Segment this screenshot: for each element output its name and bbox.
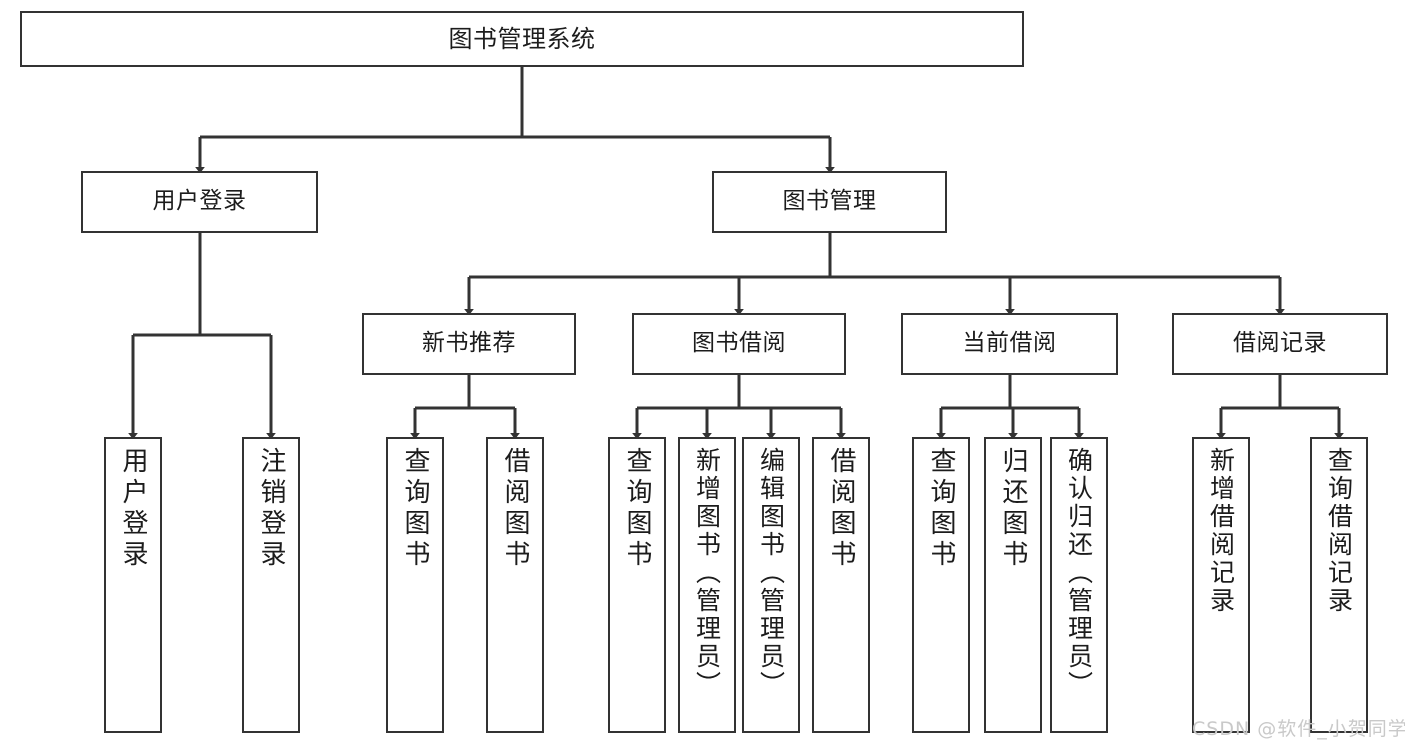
node-label-leaf-borrow-book-1: 借阅图书	[500, 447, 530, 571]
node-label-current-borrow: 当前借阅	[962, 330, 1057, 357]
node-label-new-book-recommend: 新书推荐	[422, 330, 516, 357]
node-user-login[interactable]: 用户登录	[81, 171, 318, 233]
node-label-leaf-confirm-return-admin: 确认归还（管理员）	[1064, 447, 1094, 699]
node-label-leaf-edit-book-admin: 编辑图书（管理员）	[756, 447, 786, 699]
node-label-leaf-logout-login: 注销登录	[256, 447, 286, 571]
node-new-book-recommend[interactable]: 新书推荐	[362, 313, 576, 375]
node-label-leaf-user-login: 用户登录	[118, 447, 148, 571]
node-leaf-edit-book-admin[interactable]: 编辑图书（管理员）	[742, 437, 800, 733]
node-leaf-logout-login[interactable]: 注销登录	[242, 437, 300, 733]
node-leaf-query-book-2[interactable]: 查询图书	[608, 437, 666, 733]
node-leaf-add-book-admin[interactable]: 新增图书（管理员）	[678, 437, 736, 733]
node-current-borrow[interactable]: 当前借阅	[901, 313, 1118, 375]
node-label-leaf-borrow-book-2: 借阅图书	[826, 447, 856, 571]
node-leaf-query-book-3[interactable]: 查询图书	[912, 437, 970, 733]
node-label-borrow-record: 借阅记录	[1233, 330, 1327, 357]
node-leaf-return-book[interactable]: 归还图书	[984, 437, 1042, 733]
node-leaf-confirm-return-admin[interactable]: 确认归还（管理员）	[1050, 437, 1108, 733]
node-leaf-borrow-book-1[interactable]: 借阅图书	[486, 437, 544, 733]
node-label-leaf-query-book-3: 查询图书	[926, 447, 956, 571]
node-label-leaf-add-book-admin: 新增图书（管理员）	[692, 447, 722, 699]
node-borrow-record[interactable]: 借阅记录	[1172, 313, 1388, 375]
node-book-borrow[interactable]: 图书借阅	[632, 313, 846, 375]
node-label-book-manage: 图书管理	[782, 188, 877, 215]
node-label-leaf-query-borrow-record: 查询借阅记录	[1324, 447, 1354, 615]
node-leaf-borrow-book-2[interactable]: 借阅图书	[812, 437, 870, 733]
node-leaf-add-borrow-record[interactable]: 新增借阅记录	[1192, 437, 1250, 733]
node-leaf-user-login[interactable]: 用户登录	[104, 437, 162, 733]
node-leaf-query-book-1[interactable]: 查询图书	[386, 437, 444, 733]
node-label-root: 图书管理系统	[448, 24, 596, 53]
node-label-leaf-query-book-1: 查询图书	[400, 447, 430, 571]
node-label-book-borrow: 图书借阅	[692, 330, 786, 357]
watermark-text: CSDN @软件_小贺同学	[1192, 718, 1405, 740]
node-book-manage[interactable]: 图书管理	[712, 171, 947, 233]
node-root[interactable]: 图书管理系统	[20, 11, 1024, 67]
node-label-leaf-add-borrow-record: 新增借阅记录	[1206, 447, 1236, 615]
node-leaf-query-borrow-record[interactable]: 查询借阅记录	[1310, 437, 1368, 733]
node-label-leaf-return-book: 归还图书	[998, 447, 1028, 571]
node-label-user-login: 用户登录	[152, 188, 247, 215]
node-label-leaf-query-book-2: 查询图书	[622, 447, 652, 571]
edges	[128, 67, 1344, 440]
